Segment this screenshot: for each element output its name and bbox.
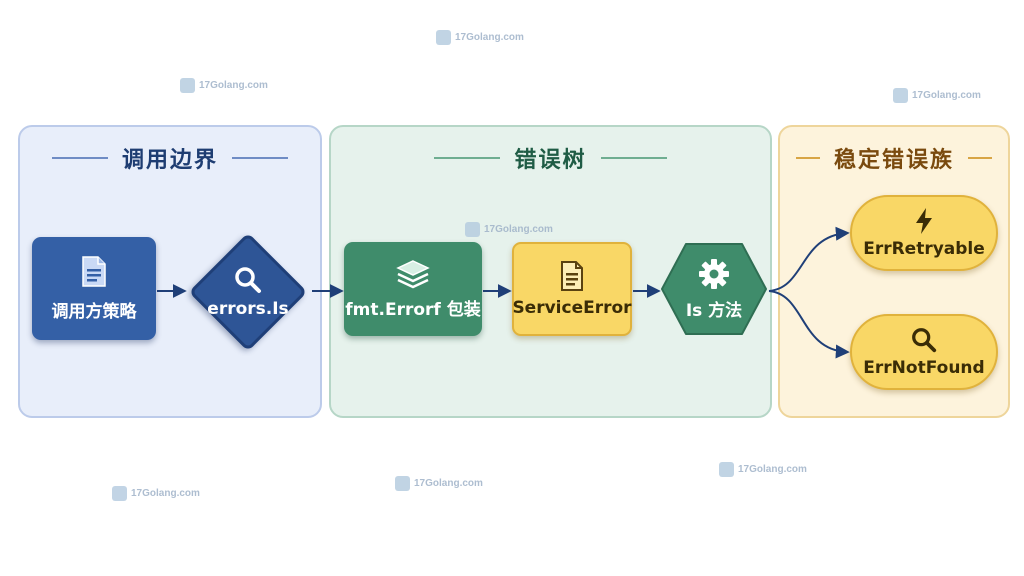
title-rule-left — [795, 157, 820, 159]
lightning-icon — [916, 208, 932, 234]
watermark: 17Golang.com — [436, 30, 524, 45]
watermark: 17Golang.com — [395, 476, 483, 491]
fmt-errorf-wrap-label: fmt.Errorf 包装 — [345, 299, 481, 320]
errors-is-node: errors.Is — [186, 230, 310, 354]
watermark-logo-icon — [395, 476, 410, 491]
title-rule-right — [232, 157, 288, 159]
watermark-logo-icon — [893, 88, 908, 103]
caller-policy-label: 调用方策略 — [51, 302, 137, 322]
layers-icon — [396, 259, 430, 288]
errors-is-label: errors.Is — [207, 299, 289, 319]
error-tree-title-text: 错误树 — [514, 148, 587, 173]
is-method-hexagon — [660, 242, 768, 336]
watermark-logo-icon — [719, 462, 734, 477]
fmt-errorf-wrap-node: fmt.Errorf 包装 — [344, 242, 482, 336]
service-error-node: ServiceError — [512, 242, 632, 336]
err-retryable-label: ErrRetryable — [863, 239, 985, 259]
document-icon — [561, 261, 583, 291]
watermark-logo-icon — [112, 486, 127, 501]
watermark-logo-icon — [465, 222, 480, 237]
watermark-logo-icon — [436, 30, 451, 45]
err-not-found-label: ErrNotFound — [863, 358, 985, 378]
watermark-text: 17Golang.com — [738, 464, 807, 475]
watermark: 17Golang.com — [719, 462, 807, 477]
caller-policy-node: 调用方策略 — [32, 237, 156, 340]
watermark-logo-icon — [180, 78, 195, 93]
watermark-text: 17Golang.com — [455, 32, 524, 43]
title-rule-left — [434, 157, 501, 159]
stable-family-title: 稳定错误族 — [778, 144, 1010, 173]
watermark-text: 17Golang.com — [912, 90, 981, 101]
document-icon — [82, 256, 106, 287]
hexagon-shape — [661, 243, 767, 335]
service-error-label: ServiceError — [512, 298, 632, 318]
err-retryable-node: ErrRetryable — [850, 195, 998, 271]
watermark-text: 17Golang.com — [131, 488, 200, 499]
call-boundary-title: 调用边界 — [18, 144, 322, 173]
watermark: 17Golang.com — [893, 88, 981, 103]
title-rule-right — [968, 157, 992, 159]
watermark: 17Golang.com — [180, 78, 268, 93]
is-method-node: Is 方法 — [660, 242, 768, 336]
search-icon — [235, 267, 261, 293]
error-tree-title: 错误树 — [329, 144, 772, 173]
title-rule-right — [600, 157, 667, 159]
watermark-text: 17Golang.com — [484, 224, 553, 235]
arrow-is-method-to-retryable — [768, 226, 850, 292]
watermark: 17Golang.com — [112, 486, 200, 501]
watermark-text: 17Golang.com — [414, 478, 483, 489]
title-rule-left — [51, 157, 108, 159]
watermark-text: 17Golang.com — [199, 80, 268, 91]
arrow-is-method-to-not-found — [768, 290, 850, 359]
search-icon — [912, 328, 937, 353]
gear-icon — [699, 258, 729, 289]
is-method-label: Is 方法 — [685, 300, 743, 321]
watermark: 17Golang.com — [465, 222, 553, 237]
call-boundary-title-text: 调用边界 — [121, 148, 218, 173]
stable-family-title-text: 稳定错误族 — [833, 148, 954, 173]
err-not-found-node: ErrNotFound — [850, 314, 998, 390]
